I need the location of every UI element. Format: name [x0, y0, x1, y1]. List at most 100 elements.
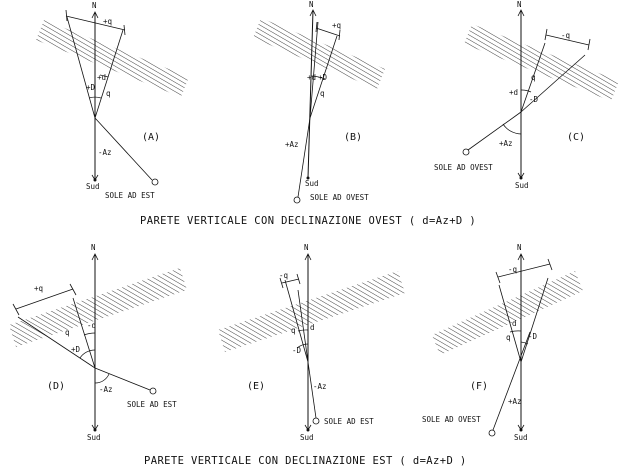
style-line [297, 289, 309, 363]
dimension-line [315, 27, 341, 37]
sun-direction-line [492, 331, 531, 431]
sun-direction-line [307, 361, 317, 419]
sun-icon [462, 148, 470, 156]
dimension-tick [495, 271, 501, 284]
dimension-tick [296, 273, 301, 285]
south-label: Sud [300, 433, 314, 442]
wall-normal-line [498, 284, 522, 363]
panel-d: N +q -d q +D -Az (D) SOLE AD EST Sud [9, 243, 187, 442]
north-label: N [517, 0, 522, 9]
D-label: -D [529, 95, 539, 104]
gnomon-foot [519, 428, 523, 432]
sun-label: SOLE AD EST [324, 417, 374, 426]
d-label: -d [87, 321, 96, 330]
d-label: +d [97, 73, 106, 82]
sun-direction-line [94, 367, 151, 391]
dimension-tick [123, 24, 126, 36]
style-line [309, 35, 338, 119]
d-label: d [512, 319, 517, 328]
panel-letter: (A) [142, 132, 160, 143]
panel-f: N -q d q -D +Az (F) SOLE AD OVEST Sud [422, 243, 583, 442]
dimension-line [65, 15, 126, 31]
az-label: -Az [98, 148, 112, 157]
north-label: N [92, 1, 97, 10]
dimension-tick [544, 28, 548, 41]
sun-label: SOLE AD OVEST [310, 193, 369, 202]
north-label: N [91, 243, 96, 252]
q-label: +q [34, 284, 43, 293]
D-label: -D [528, 332, 538, 341]
dimension-tick [12, 303, 20, 316]
sun-icon [151, 178, 159, 186]
north-label: N [309, 0, 314, 9]
wall-normal-line [520, 42, 546, 113]
dimension-tick [587, 38, 591, 51]
q-angle-label: q [65, 328, 70, 337]
angle-arc [297, 329, 309, 332]
az-label: +Az [499, 139, 513, 148]
angle-arc [79, 349, 96, 359]
q-angle-label: q [531, 73, 536, 82]
sun-label: SOLE AD EST [127, 400, 177, 409]
d-label: +d [307, 73, 316, 82]
angle-arc [509, 330, 522, 333]
wall-hatch [9, 268, 187, 347]
q-label: -q [561, 31, 570, 40]
az-label: +Az [285, 140, 299, 149]
q-angle-label: q [106, 89, 111, 98]
q-label: +q [103, 17, 112, 26]
sun-label: SOLE AD EST [105, 191, 155, 200]
style-line [520, 277, 549, 363]
gnomon-foot [519, 176, 523, 180]
panel-c: N -q q +d -D +Az (C) SOLE AD OVEST Sud [434, 0, 619, 190]
panel-e: N -q d q -D -Az (E) SOLE AD EST Sud [218, 243, 405, 442]
angle-arc [310, 75, 326, 80]
az-label: -Az [99, 385, 113, 394]
D-label: +D [86, 83, 96, 92]
north-arrow [91, 253, 99, 261]
angle-arc [88, 96, 102, 99]
north-arrow [517, 9, 525, 17]
south-label: Sud [515, 181, 529, 190]
dimension-tick [547, 258, 553, 271]
north-arrow [91, 11, 99, 19]
south-label: Sud [87, 433, 101, 442]
panel-letter: (C) [567, 132, 585, 143]
north-arrow [517, 253, 525, 261]
sun-icon [488, 429, 496, 437]
D-label: +D [318, 73, 328, 82]
dimension-line [497, 263, 551, 278]
D-label: -D [292, 346, 302, 355]
dimension-tick [279, 277, 284, 289]
wall-normal-line [309, 21, 319, 119]
style-line [520, 54, 586, 113]
style-line [94, 29, 124, 119]
gnomon-foot [306, 176, 310, 180]
q-label: +q [332, 21, 341, 30]
wall-normal-line [284, 279, 309, 363]
dimension-line [281, 278, 300, 284]
angle-arc [520, 341, 529, 345]
sun-direction-line [467, 111, 522, 151]
dimension-tick [69, 283, 77, 296]
meridian-line [307, 9, 314, 179]
sun-label: SOLE AD OVEST [434, 163, 493, 172]
gnomon-foot [93, 428, 97, 432]
dimension-line [15, 288, 74, 310]
az-label: -Az [313, 382, 327, 391]
caption-est: PARETE VERTICALE CON DECLINAZIONE EST ( … [144, 455, 467, 467]
angle-arc [94, 373, 110, 384]
south-label: Sud [514, 433, 528, 442]
north-arrow [309, 9, 317, 17]
D-label: +D [71, 345, 81, 354]
q-angle-label: q [291, 326, 296, 335]
dimension-tick [65, 9, 68, 22]
south-label: Sud [86, 182, 100, 191]
d-label: +d [509, 88, 518, 97]
wall-hatch [253, 18, 385, 89]
gnomon-foot [306, 428, 310, 432]
q-label: -q [508, 265, 517, 274]
dimension-tick [315, 21, 318, 33]
sun-label: SOLE AD OVEST [422, 415, 481, 424]
